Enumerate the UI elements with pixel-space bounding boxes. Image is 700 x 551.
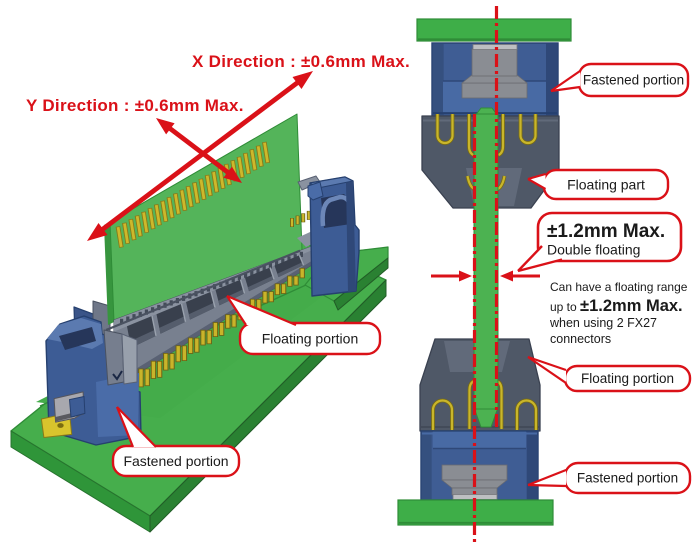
svg-text:Can have a floating range: Can have a floating range [550,280,688,294]
svg-text:Fastened portion: Fastened portion [583,73,684,88]
svg-text:Floating part: Floating part [567,176,645,192]
svg-text:up to ±1.2mm Max.: up to ±1.2mm Max. [550,297,683,315]
svg-text:Double floating: Double floating [547,242,640,258]
svg-text:Fastened portion: Fastened portion [123,453,228,469]
svg-text:±1.2mm Max.: ±1.2mm Max. [547,221,665,242]
svg-text:Y Direction : ±0.6mm Max.: Y Direction : ±0.6mm Max. [26,96,244,115]
svg-text:connectors: connectors [550,332,611,346]
svg-text:Fastened portion: Fastened portion [577,471,678,486]
svg-text:X Direction : ±0.6mm Max.: X Direction : ±0.6mm Max. [192,52,410,71]
svg-text:when using 2 FX27: when using 2 FX27 [549,316,657,330]
svg-text:Floating portion: Floating portion [581,371,674,386]
svg-text:Floating portion: Floating portion [262,330,359,346]
